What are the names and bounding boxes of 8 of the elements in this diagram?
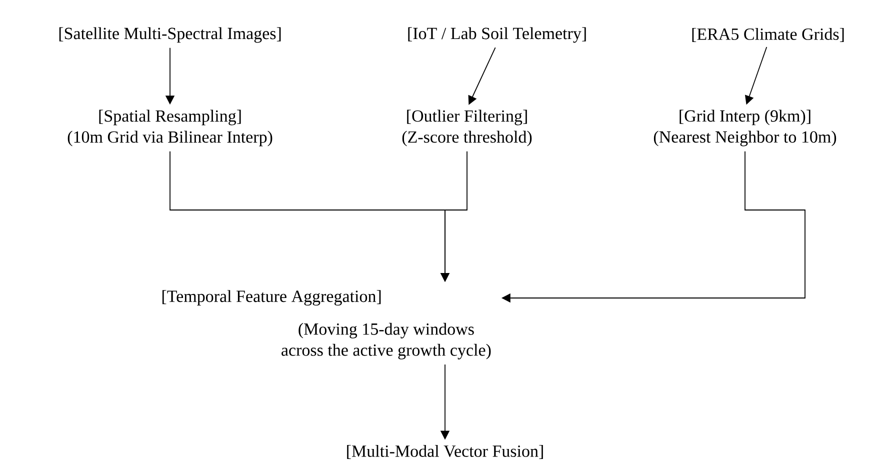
step-label: [Temporal Feature Aggregation] (Moving 15-day windows across the active growth cycle) [162,290,491,360]
step-label: [Multi-Modal Vector Fusion] [347,444,543,460]
step-label: [Spatial Resampling] (10m Grid via Bilinear Interp) [68,110,272,146]
source-label: [IoT / Lab Soil Telemetry] [408,27,586,43]
source-label: [ERA5 Climate Grids] [692,28,844,42]
step-label: [Outlier Filtering] (Z-score threshold) [402,110,532,146]
step-label: [Grid Interp (9km)] (Nearest Neighbor to 10m) [654,110,836,146]
source-label: [Satellite Multi-Spectral Images] [59,27,281,43]
